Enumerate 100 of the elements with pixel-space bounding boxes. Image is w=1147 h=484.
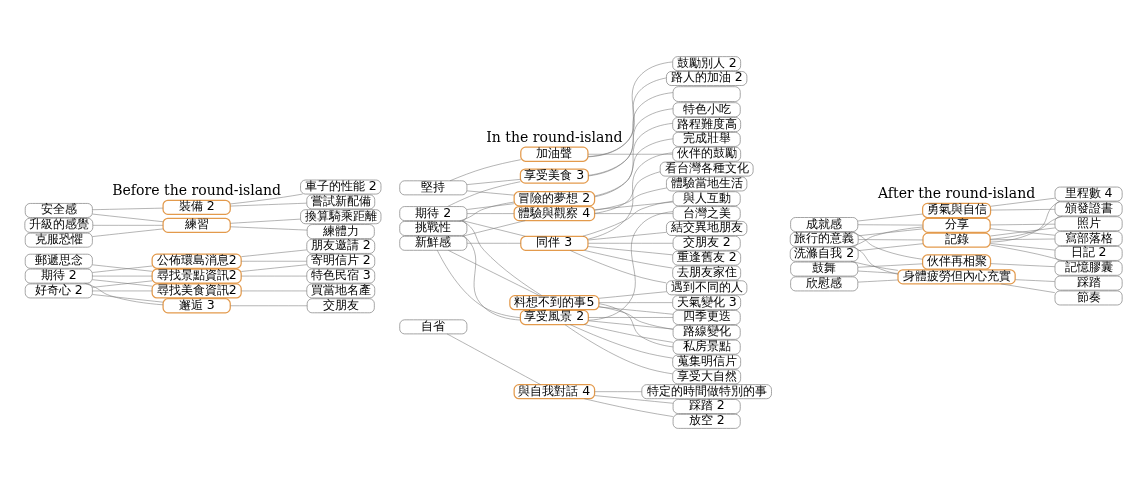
connector [858, 238, 924, 240]
connector [598, 302, 674, 347]
node-box: 去朋友家住 [672, 265, 742, 280]
connector [598, 306, 674, 314]
connector [587, 245, 673, 255]
node-box: 冒險的夢想 2 [513, 190, 596, 206]
node-box: 享受風景 2 [519, 309, 589, 325]
connector [230, 305, 308, 306]
connector [594, 394, 674, 404]
connector [92, 275, 153, 276]
connector [594, 187, 667, 211]
node-box: 享受大自然 [672, 368, 742, 384]
node-box: 重逢舊友 2 [672, 250, 742, 266]
node-box: 天氣變化 3 [672, 294, 742, 310]
connector [588, 210, 674, 321]
connector [990, 223, 1056, 225]
connector [587, 61, 673, 157]
node-box: 朋友邀請 2 [306, 238, 376, 254]
node-box: 練體力 [306, 223, 375, 239]
connector [466, 242, 521, 244]
node-box: 加油聲 [520, 146, 589, 162]
connector [588, 91, 674, 176]
node-box: 安全感 [24, 202, 93, 218]
connector [989, 200, 1061, 242]
node-box: 頒發證書 [1054, 201, 1123, 216]
node-box: 路人的加油 2 [666, 70, 748, 86]
connector [92, 213, 164, 222]
node-box: 挑戰性 [399, 220, 468, 236]
node-box: 換算騎乘距離 [300, 208, 382, 224]
connector [857, 223, 924, 225]
connector [1000, 283, 1056, 293]
connector [463, 234, 521, 320]
node-box: 自省 [399, 318, 468, 334]
node-box: 伙伴的鼓勵 [672, 146, 742, 162]
connector [989, 215, 1063, 240]
node-box: 嘗試新配備 [306, 193, 376, 209]
node-box: 踩踏 [1054, 275, 1123, 291]
node-box: 伙伴再相聚 [922, 253, 992, 270]
connector [857, 279, 899, 282]
connector [241, 260, 307, 261]
connector [588, 320, 674, 329]
connector [241, 249, 307, 257]
connector [990, 242, 1056, 250]
node-box: 體驗當地生活 [666, 176, 748, 191]
node-box: 期待 2 [399, 205, 468, 221]
node-box: 與人互動 [672, 190, 741, 206]
connector [84, 282, 164, 305]
connector [849, 226, 924, 247]
connector [447, 180, 521, 207]
node-box: 新鮮感 [399, 235, 468, 251]
node-box: 享受美食 3 [519, 167, 589, 184]
node-box: 里程數 4 [1054, 186, 1123, 201]
node-box: 裝備 2 [162, 199, 231, 215]
connector [582, 200, 674, 236]
connector [990, 262, 1056, 267]
node-box: 買當地名產 [306, 283, 376, 298]
node-box: 照片 [1054, 215, 1123, 231]
connector [584, 397, 674, 417]
node-box: 結交異地朋友 [666, 220, 748, 236]
node-box: 特定的時間做特別的事 [641, 383, 772, 399]
connector [594, 138, 674, 196]
node-box: 日記 2 [1054, 245, 1123, 261]
connector [449, 158, 522, 181]
node-box: 克服恐懼 [24, 232, 93, 248]
node-box: 私房景點 [672, 339, 741, 355]
node-box: 特色民宿 3 [306, 268, 376, 283]
label: Before the round-island [112, 181, 282, 198]
connector [584, 249, 673, 268]
node-box: 放空 2 [672, 413, 741, 429]
connector [462, 219, 526, 236]
connector [594, 170, 661, 214]
node-box: 交朋友 2 [672, 235, 741, 251]
node-box: 車子的性能 2 [300, 179, 382, 194]
connector [92, 207, 164, 210]
node-box: 勇氣與自信 [922, 202, 992, 218]
label: After the round-island [877, 184, 1036, 201]
node-box: 期待 2 [24, 268, 93, 283]
node-box: 同伴 3 [520, 235, 589, 251]
node-box: 交朋友 [306, 297, 375, 313]
connector [598, 305, 674, 330]
connector [569, 249, 667, 283]
connector [448, 249, 540, 296]
node-box: 尋找景點資訊2 [151, 267, 242, 284]
node-box: 特色小吃 [672, 101, 741, 117]
node-box: 節奏 [1054, 290, 1123, 305]
connector [564, 323, 673, 374]
connector [230, 226, 308, 230]
connector [588, 107, 674, 176]
connector [437, 249, 521, 318]
node-box: 寄明信片 2 [306, 253, 376, 269]
connector [466, 178, 521, 185]
node-box: 旅行的意義 [789, 231, 859, 247]
connector [594, 122, 673, 197]
node-box: 練習 [162, 217, 231, 233]
node-box: 蒐集明信片 [672, 354, 742, 369]
connector [587, 242, 674, 244]
connector [92, 293, 164, 302]
node-box: 邂逅 3 [162, 297, 231, 313]
node-box: 堅持 [399, 179, 468, 195]
node-box [672, 85, 741, 102]
